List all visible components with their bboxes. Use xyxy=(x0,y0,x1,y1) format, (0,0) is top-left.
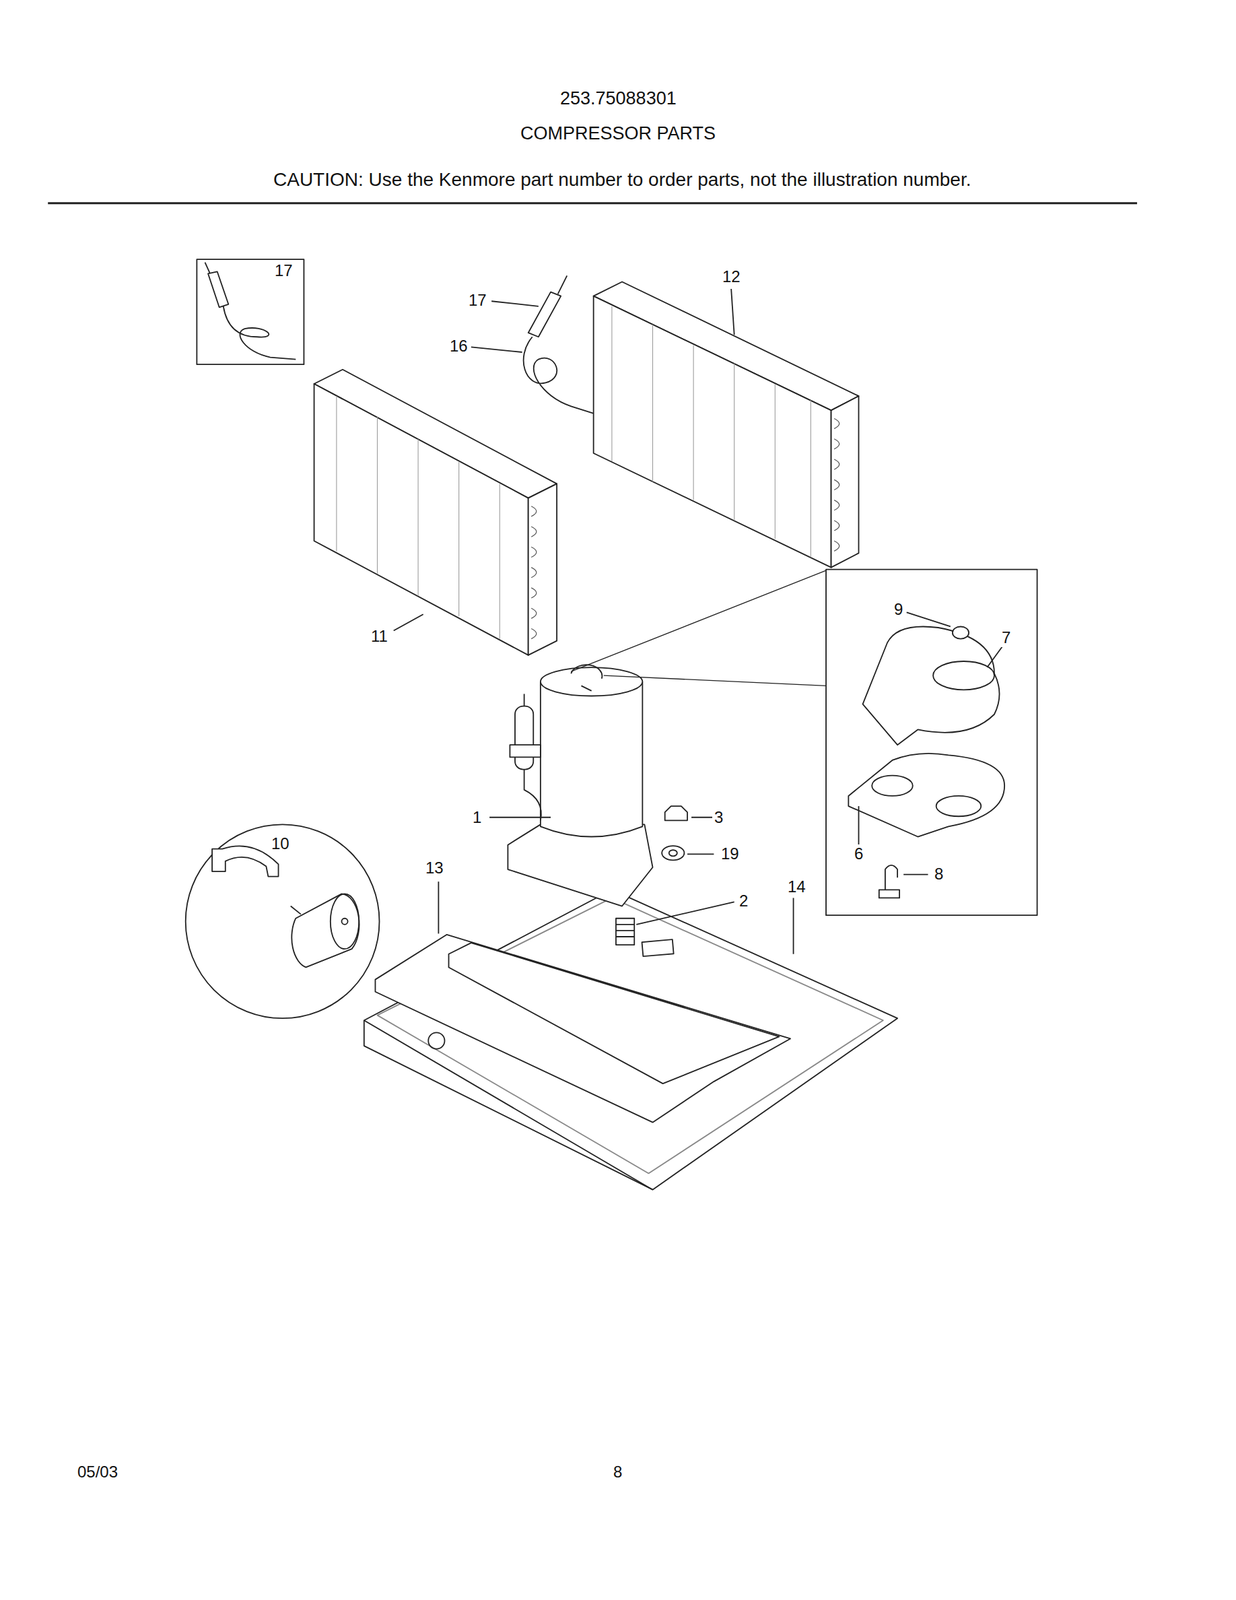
callout-number: 11 xyxy=(368,626,390,646)
callout-number: 17 xyxy=(466,290,489,310)
callout-number: 9 xyxy=(891,599,905,619)
callout-number: 12 xyxy=(720,267,743,287)
callout-number: 2 xyxy=(737,891,750,911)
callout-number: 8 xyxy=(932,864,946,884)
callout-number: 16 xyxy=(447,336,470,356)
date-code: 05/03 xyxy=(75,1462,120,1482)
callout-number: 10 xyxy=(269,834,292,853)
callout-number: 13 xyxy=(423,858,446,878)
callout-number: 6 xyxy=(852,844,866,864)
callout-number: 7 xyxy=(999,628,1013,647)
page-number: 8 xyxy=(611,1462,625,1482)
callout-number: 3 xyxy=(712,807,726,827)
callout-number: 14 xyxy=(785,877,808,897)
model-number: 253.75088301 xyxy=(558,88,679,110)
callout-number: 19 xyxy=(718,844,742,864)
callout-number: 17 xyxy=(272,261,295,281)
callout-number: 1 xyxy=(470,807,484,827)
page-title: COMPRESSOR PARTS xyxy=(518,123,718,145)
caution-note: CAUTION: Use the Kenmore part number to … xyxy=(271,168,973,191)
